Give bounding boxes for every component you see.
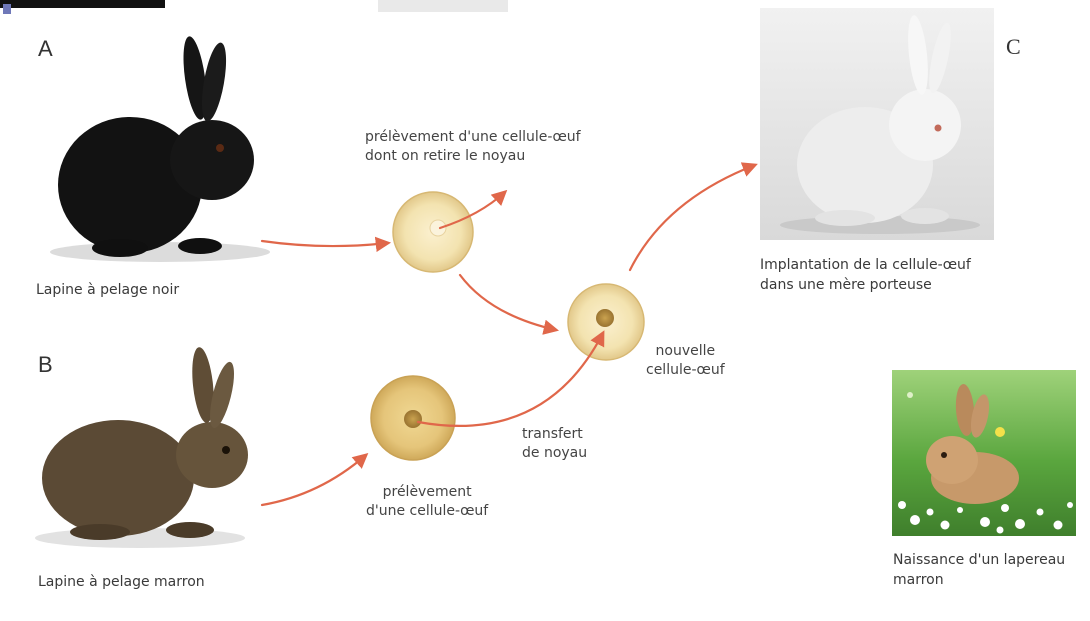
step-transfer: transfert de noyau [522,425,587,463]
step-remove-nucleus: prélèvement d'une cellule-œuf dont on re… [365,128,581,166]
donor-egg-cell [371,376,455,460]
caption-baby-line1: Naissance d'un lapereau [893,550,1065,570]
step-transfer-line1: transfert [522,425,587,444]
step-remove-nucleus-line2: dont on retire le noyau [365,147,581,166]
label-a: A [38,36,53,62]
caption-black-rabbit: Lapine à pelage noir [36,280,179,300]
brown-rabbit-image [35,346,248,548]
step-remove-nucleus-line1: prélèvement d'une cellule-œuf [365,128,581,147]
step-take-cell: prélèvement d'une cellule-œuf [366,483,488,521]
new-egg-cell [568,284,644,360]
arrow-black-to-cell [262,241,388,246]
arrow-brown-to-cell [262,455,366,505]
baby-rabbit-image [892,370,1076,536]
caption-brown-rabbit: Lapine à pelage marron [38,572,205,592]
black-rabbit-image [50,35,270,262]
step-take-cell-line1: prélèvement [366,483,488,502]
step-transfer-line2: de noyau [522,444,587,463]
caption-surrogate-line1: Implantation de la cellule-œuf [760,255,971,275]
step-new-cell-line2: cellule-œuf [646,361,725,380]
caption-surrogate-line2: dans une mère porteuse [760,275,971,295]
step-new-cell-line1: nouvelle [646,342,725,361]
caption-baby-line2: marron [893,570,1065,590]
enucleated-egg-cell [393,192,473,272]
arrows [262,165,755,505]
arrow-cell-to-new [460,275,556,330]
arrow-new-to-surrogate [630,165,755,270]
white-rabbit-image [760,8,994,240]
label-b: B [38,352,53,378]
caption-surrogate: Implantation de la cellule-œuf dans une … [760,255,971,295]
label-c: C [1006,34,1021,60]
step-take-cell-line2: d'une cellule-œuf [366,502,488,521]
caption-baby: Naissance d'un lapereau marron [893,550,1065,590]
step-new-cell: nouvelle cellule-œuf [646,342,725,380]
